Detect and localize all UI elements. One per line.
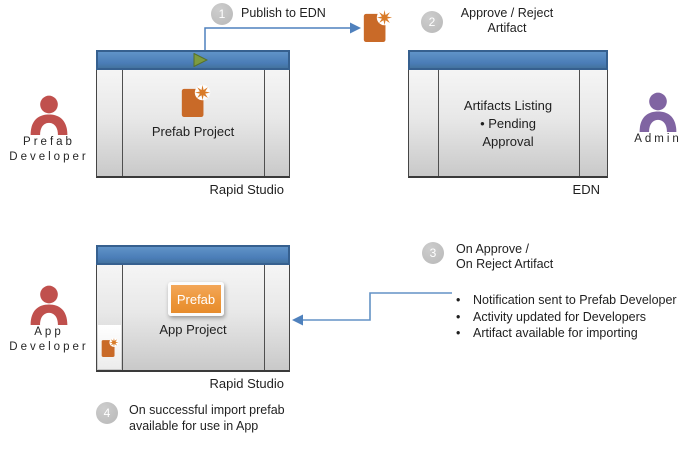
- person-icon: [30, 95, 68, 135]
- bullet-icon: •: [456, 326, 461, 340]
- step-4-badge: 4: [96, 402, 118, 424]
- actor-label: App Developer: [9, 326, 89, 353]
- outcome-item: •Notification sent to Prefab Developer: [456, 293, 677, 307]
- published-artifact-icon: [363, 9, 393, 43]
- window-rapid-studio-top: Prefab Project: [96, 50, 290, 178]
- step-2-label: Approve / Reject Artifact: [460, 6, 554, 35]
- actor-app-developer: App Developer: [6, 285, 92, 355]
- new-project-document-icon: [181, 84, 211, 118]
- step-1-label: Publish to EDN: [241, 6, 326, 20]
- window-titlebar: [408, 50, 608, 70]
- caption-rapid-studio-top: Rapid Studio: [209, 182, 284, 197]
- step-4-label: On successful import prefab available fo…: [129, 403, 285, 433]
- prefab-component-chip: Prefab: [168, 282, 224, 316]
- outcome-item: •Artifact available for importing: [456, 326, 638, 340]
- caption-rapid-studio-bottom: Rapid Studio: [209, 376, 284, 391]
- window-titlebar: [96, 245, 290, 265]
- window-rapid-studio-bottom: Prefab App Project: [96, 245, 290, 372]
- window-edn: Artifacts Listing • Pending Approval: [408, 50, 608, 178]
- actor-prefab-developer: Prefab Developer: [6, 95, 92, 165]
- step-1-badge: 1: [211, 3, 233, 25]
- window-body: Artifacts Listing • Pending Approval: [408, 70, 608, 178]
- project-name: Prefab Project: [151, 124, 235, 139]
- outcome-list: •Notification sent to Prefab Developer •…: [456, 293, 688, 343]
- person-icon: [30, 285, 68, 325]
- actor-admin: Admin: [616, 92, 700, 147]
- prefab-artifact-icon: [101, 337, 119, 357]
- window-titlebar: [96, 50, 290, 70]
- step-3-badge: 3: [422, 242, 444, 264]
- window-body: Prefab App Project: [96, 265, 290, 372]
- caption-edn: EDN: [572, 182, 600, 197]
- project-name: App Project: [159, 322, 227, 337]
- actor-label: Admin: [634, 133, 682, 145]
- play-icon: [193, 53, 208, 67]
- bullet-icon: •: [456, 309, 461, 324]
- outcome-item: •Activity updated for Developers: [456, 309, 647, 324]
- actor-label: Prefab Developer: [9, 136, 89, 163]
- artifacts-listing-text: Artifacts Listing • Pending Approval: [463, 98, 553, 149]
- step-3-label: On Approve / On Reject Artifact: [456, 242, 554, 271]
- person-icon: [639, 92, 677, 132]
- step-2-badge: 2: [421, 11, 443, 33]
- bullet-icon: •: [456, 293, 461, 307]
- window-body: Prefab Project: [96, 70, 290, 178]
